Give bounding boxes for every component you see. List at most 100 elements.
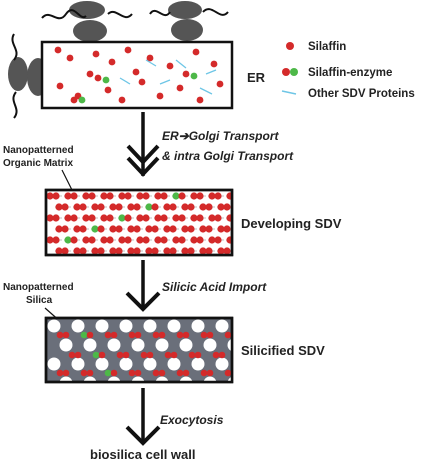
silaffin-particle	[91, 203, 99, 211]
silica-pore	[215, 357, 229, 371]
silaffin-particle	[68, 351, 76, 359]
silica-pore	[143, 319, 157, 333]
silaffin-particle	[187, 247, 195, 255]
silaffin-particle	[70, 236, 78, 244]
enzyme-particle	[172, 192, 180, 200]
legend-silaffin-icon	[286, 42, 294, 50]
silaffin-particle	[182, 331, 190, 339]
silaffin-particle	[190, 214, 198, 222]
silica-pore	[167, 319, 181, 333]
silaffin-particle	[118, 96, 126, 104]
silaffin-particle	[82, 236, 90, 244]
silaffin-enzyme-particle	[182, 70, 190, 78]
silaffin-particle	[97, 203, 105, 211]
silaffin-particle	[188, 351, 196, 359]
developing-sdv-label: Developing SDV	[241, 216, 342, 231]
silaffin-particle	[86, 369, 94, 377]
silica-pore	[119, 319, 133, 333]
silica-pore	[131, 338, 145, 352]
silaffin-particle	[163, 203, 171, 211]
silaffin-particle	[52, 214, 60, 222]
silica-pore	[155, 376, 169, 382]
silaffin-enzyme-particle	[70, 96, 78, 104]
silaffin-particle	[132, 68, 140, 76]
silica-pore	[215, 319, 229, 333]
silaffin-particle	[142, 214, 150, 222]
silica-pore	[203, 338, 217, 352]
silaffin-particle	[124, 46, 132, 54]
silaffin-particle	[46, 214, 54, 222]
silaffin-particle	[217, 203, 225, 211]
silaffin-particle	[136, 192, 144, 200]
silaffin-particle	[55, 203, 63, 211]
er-compartment	[40, 40, 234, 110]
silaffin-particle	[205, 225, 213, 233]
silaffin-particle	[73, 203, 81, 211]
silaffin-particle	[82, 192, 90, 200]
silaffin-particle	[190, 236, 198, 244]
silaffin-particle	[98, 351, 106, 359]
silica-pore	[71, 319, 85, 333]
silica-label-line1: Nanopatterned	[3, 282, 74, 293]
silaffin-particle	[145, 247, 153, 255]
silaffin-particle	[169, 203, 177, 211]
silaffin-particle	[199, 225, 207, 233]
silaffin-particle	[151, 247, 159, 255]
silica-pore	[107, 338, 121, 352]
silaffin-particle	[70, 214, 78, 222]
silaffin-particle	[97, 225, 105, 233]
silaffin-particle	[232, 192, 239, 199]
silaffin-particle	[106, 236, 114, 244]
silaffin-particle	[200, 331, 208, 339]
silaffin-particle	[134, 369, 142, 377]
enzyme-particle	[104, 369, 112, 377]
silaffin-particle	[79, 203, 87, 211]
silaffin-particle	[178, 214, 186, 222]
silaffin-particle	[176, 331, 184, 339]
silaffin-particle	[124, 214, 132, 222]
silaffin-particle	[110, 331, 118, 339]
silaffin-particle	[86, 70, 94, 78]
silaffin-particle	[205, 203, 213, 211]
silaffin-particle	[187, 225, 195, 233]
silaffin-particle	[154, 192, 162, 200]
silaffin-particle	[169, 225, 177, 233]
silaffin-particle	[133, 203, 141, 211]
silaffin-particle	[118, 236, 126, 244]
silaffin-particle	[140, 351, 148, 359]
silaffin-particle	[80, 369, 88, 377]
organic-matrix-label-line2: Organic Matrix	[3, 158, 73, 169]
silaffin-particle	[160, 236, 168, 244]
silaffin-particle	[196, 192, 204, 200]
silaffin-particle	[145, 225, 153, 233]
silaffin-particle	[196, 236, 204, 244]
silaffin-particle	[196, 96, 204, 104]
silica-pore	[179, 338, 193, 352]
silica-pore	[167, 357, 181, 371]
silaffin-particle	[116, 351, 124, 359]
silaffin-particle	[223, 203, 231, 211]
silaffin-particle	[172, 236, 180, 244]
legend-silaffin-enzyme-label: Silaffin-enzyme	[308, 67, 392, 79]
enzyme-particle	[102, 76, 110, 84]
other-protein	[199, 87, 213, 95]
silaffin-particle	[115, 247, 123, 255]
legend-other-proteins-label: Other SDV Proteins	[308, 88, 415, 100]
silaffin-particle	[73, 225, 81, 233]
silaffin-particle	[110, 369, 118, 377]
silica-pore	[119, 357, 133, 371]
silica-pore	[143, 357, 157, 371]
silaffin-particle	[176, 369, 184, 377]
silaffin-particle	[100, 236, 108, 244]
ribosome-left	[8, 33, 77, 119]
silaffin-particle	[169, 247, 177, 255]
silaffin-particle	[142, 236, 150, 244]
silaffin-particle	[196, 214, 204, 222]
silaffin-particle	[160, 214, 168, 222]
silaffin-particle	[128, 331, 136, 339]
silaffin-particle	[208, 192, 216, 200]
silaffin-particle	[206, 331, 214, 339]
silaffin-particle	[100, 214, 108, 222]
silaffin-particle	[104, 86, 112, 94]
